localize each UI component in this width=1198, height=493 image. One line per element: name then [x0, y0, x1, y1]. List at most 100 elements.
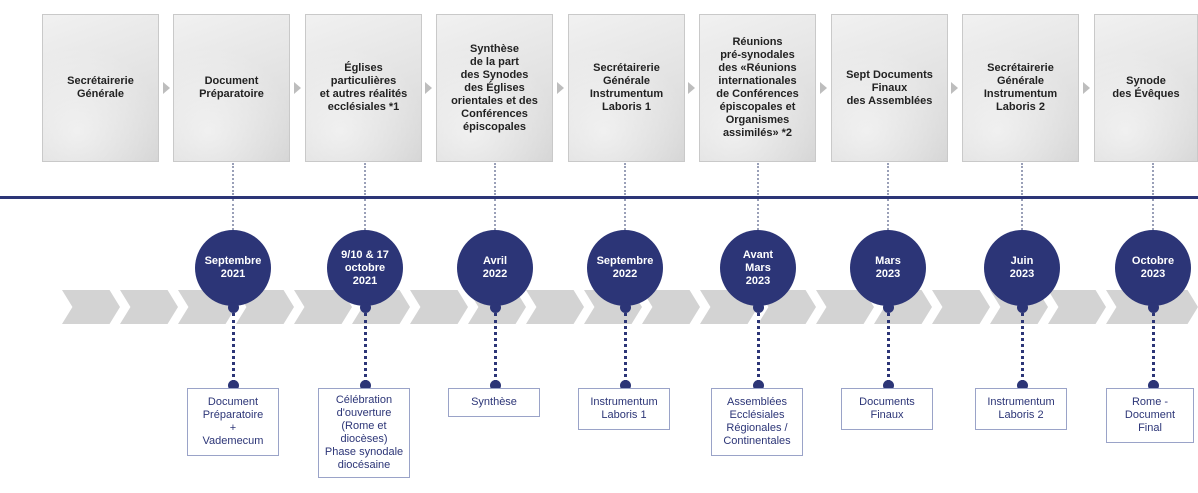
output-label-2: Célébration d'ouverture (Rome et diocèse…	[324, 394, 404, 471]
circle-anchor-1	[228, 302, 239, 313]
output-label-7: Instrumentum Laboris 2	[987, 396, 1055, 421]
output-connector-3	[494, 313, 497, 383]
date-circle-8: Octobre 2023	[1115, 230, 1191, 306]
output-anchor-1	[228, 380, 239, 391]
timeline-divider	[0, 196, 1198, 199]
chevron-1	[62, 290, 120, 324]
stage-arrow-7	[951, 82, 958, 94]
date-label-2: 9/10 & 17 octobre 2021	[341, 248, 389, 287]
line-connector-4	[624, 199, 626, 230]
circle-anchor-8	[1148, 302, 1159, 313]
card-connector-3	[494, 163, 496, 195]
line-connector-1	[232, 199, 234, 230]
output-anchor-3	[490, 380, 501, 391]
date-label-4: Septembre 2022	[596, 255, 654, 280]
date-circle-6: Mars 2023	[850, 230, 926, 306]
circle-anchor-3	[490, 302, 501, 313]
stage-label-9: Synode des Évêques	[1112, 75, 1180, 100]
date-circle-5: Avant Mars 2023	[720, 230, 796, 306]
output-label-8: Rome - Document Final	[1124, 396, 1176, 434]
stage-card-6: Réunions pré-synodales des «Réunions int…	[699, 14, 816, 162]
date-circle-3: Avril 2022	[457, 230, 533, 306]
output-anchor-4	[620, 380, 631, 391]
chevron-16	[932, 290, 990, 324]
stage-arrow-4	[557, 82, 564, 94]
date-circle-7: Juin 2023	[984, 230, 1060, 306]
stage-label-1: Secrétairerie Générale	[67, 75, 134, 100]
line-connector-5	[757, 199, 759, 230]
output-box-4: Instrumentum Laboris 1	[578, 388, 670, 430]
output-box-2: Célébration d'ouverture (Rome et diocèse…	[318, 388, 410, 478]
date-circle-2: 9/10 & 17 octobre 2021	[327, 230, 403, 306]
stage-card-2: Document Préparatoire	[173, 14, 290, 162]
output-connector-8	[1152, 313, 1155, 383]
card-connector-4	[624, 163, 626, 195]
stage-label-6: Réunions pré-synodales des «Réunions int…	[716, 36, 799, 139]
stage-card-8: Secrétairerie Générale Instrumentum Labo…	[962, 14, 1079, 162]
output-label-5: Assemblées Ecclésiales Régionales / Cont…	[723, 396, 791, 447]
stage-arrow-2	[294, 82, 301, 94]
stage-label-4: Synthèse de la part des Synodes des Égli…	[451, 42, 538, 133]
output-label-6: Documents Finaux	[859, 396, 915, 421]
chevron-7	[410, 290, 468, 324]
output-connector-7	[1021, 313, 1024, 383]
output-anchor-2	[360, 380, 371, 391]
chevron-18	[1048, 290, 1106, 324]
date-label-1: Septembre 2021	[204, 255, 262, 280]
output-anchor-7	[1017, 380, 1028, 391]
output-box-3: Synthèse	[448, 388, 540, 417]
output-box-7: Instrumentum Laboris 2	[975, 388, 1067, 430]
stage-card-5: Secrétairerie Générale Instrumentum Labo…	[568, 14, 685, 162]
stage-label-7: Sept Documents Finaux des Assemblées	[846, 68, 933, 107]
output-anchor-8	[1148, 380, 1159, 391]
circle-anchor-4	[620, 302, 631, 313]
output-connector-5	[757, 313, 760, 383]
stage-arrow-3	[425, 82, 432, 94]
stage-card-9: Synode des Évêques	[1094, 14, 1198, 162]
stage-card-7: Sept Documents Finaux des Assemblées	[831, 14, 948, 162]
output-connector-6	[887, 313, 890, 383]
output-anchor-5	[753, 380, 764, 391]
output-label-1: Document Préparatoire + Vademecum	[202, 396, 264, 447]
output-label-3: Synthèse	[471, 396, 517, 408]
circle-anchor-6	[883, 302, 894, 313]
output-box-6: Documents Finaux	[841, 388, 933, 430]
stage-card-4: Synthèse de la part des Synodes des Égli…	[436, 14, 553, 162]
stage-label-3: Églises particulières et autres réalités…	[319, 62, 408, 113]
stage-label-8: Secrétairerie Générale Instrumentum Labo…	[983, 62, 1058, 113]
card-connector-8	[1152, 163, 1154, 195]
card-connector-7	[1021, 163, 1023, 195]
date-label-6: Mars 2023	[875, 255, 901, 280]
stage-card-3: Églises particulières et autres réalités…	[305, 14, 422, 162]
circle-anchor-5	[753, 302, 764, 313]
output-connector-4	[624, 313, 627, 383]
line-connector-6	[887, 199, 889, 230]
stage-label-5: Secrétairerie Générale Instrumentum Labo…	[589, 62, 664, 113]
line-connector-8	[1152, 199, 1154, 230]
chevron-9	[526, 290, 584, 324]
date-label-5: Avant Mars 2023	[742, 248, 774, 287]
output-connector-1	[232, 313, 235, 383]
stage-card-1: Secrétairerie Générale	[42, 14, 159, 162]
stage-label-2: Document Préparatoire	[199, 75, 264, 100]
card-connector-6	[887, 163, 889, 195]
line-connector-2	[364, 199, 366, 230]
chevron-2	[120, 290, 178, 324]
output-box-1: Document Préparatoire + Vademecum	[187, 388, 279, 456]
circle-anchor-2	[360, 302, 371, 313]
date-circle-4: Septembre 2022	[587, 230, 663, 306]
output-label-4: Instrumentum Laboris 1	[590, 396, 658, 421]
output-connector-2	[364, 313, 367, 383]
card-connector-1	[232, 163, 234, 195]
date-label-8: Octobre 2023	[1131, 255, 1175, 280]
output-anchor-6	[883, 380, 894, 391]
card-connector-5	[757, 163, 759, 195]
output-box-8: Rome - Document Final	[1106, 388, 1194, 443]
stage-arrow-8	[1083, 82, 1090, 94]
circle-anchor-7	[1017, 302, 1028, 313]
date-label-7: Juin 2023	[1009, 255, 1035, 280]
stage-arrow-5	[688, 82, 695, 94]
line-connector-3	[494, 199, 496, 230]
date-label-3: Avril 2022	[482, 255, 508, 280]
